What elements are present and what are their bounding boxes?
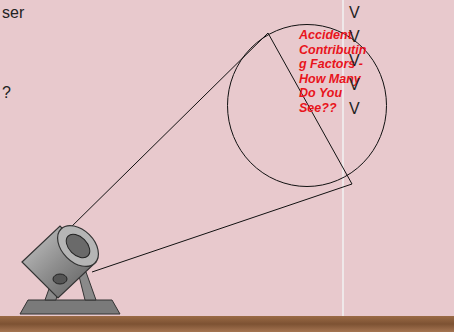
beam-line [66, 33, 268, 232]
cropped-text: V [349, 4, 360, 22]
projector-symbol [20, 218, 120, 314]
cropped-text: V [349, 76, 360, 94]
beam-line [92, 184, 352, 272]
cropped-text: V [349, 100, 360, 118]
cropped-text: V [349, 28, 360, 46]
wood-strip [0, 316, 454, 332]
cropped-text: ser [2, 4, 24, 22]
cropped-text: ? [2, 84, 11, 102]
cropped-text: V [349, 52, 360, 70]
circle-outline [228, 25, 387, 187]
screen-circle: Accident Contributing Factors - How Many… [227, 24, 387, 187]
